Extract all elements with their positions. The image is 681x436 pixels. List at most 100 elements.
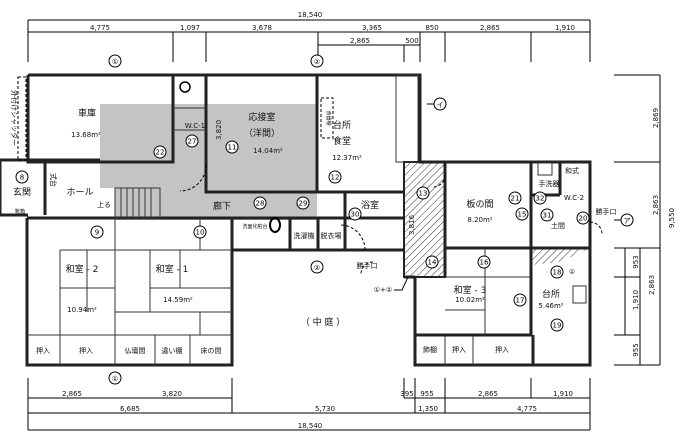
kitchen-dining-label: 食堂 xyxy=(333,135,351,147)
dim-bottom: 955 xyxy=(420,390,433,398)
svg-text:①: ① xyxy=(112,58,118,66)
stairs[interactable] xyxy=(114,187,161,219)
door-swings xyxy=(179,164,603,275)
svg-text:20: 20 xyxy=(579,215,588,223)
altar-room-label: 仏壇間 xyxy=(125,346,146,355)
photo-marker-11: 11 xyxy=(225,140,239,154)
bottom-dimensions xyxy=(27,378,591,431)
washitsu2-area: 10.94m² xyxy=(67,306,97,314)
photo-marker-31: 31 xyxy=(540,208,554,222)
svg-text:17: 17 xyxy=(516,297,525,305)
svg-text:①: ① xyxy=(112,375,118,383)
svg-text:15: 15 xyxy=(518,211,527,219)
photo-marker-20: 20 xyxy=(576,211,590,225)
dim-top-sub: 2,865 xyxy=(350,37,370,45)
cupboard-label: 食器棚 xyxy=(325,110,332,125)
grid-marker-2-mid: ② xyxy=(310,260,324,274)
garage-label: 車庫 xyxy=(78,107,96,119)
svg-text:11: 11 xyxy=(228,144,237,152)
shoe-box-label: 靴箱 xyxy=(15,208,25,215)
bath-label: 浴室 xyxy=(361,199,379,211)
svg-text:イ: イ xyxy=(437,101,444,109)
dim-bottom: 1,350 xyxy=(418,405,438,413)
photo-marker-32: 32 xyxy=(533,191,547,205)
svg-text:28: 28 xyxy=(256,200,265,208)
svg-text:22: 22 xyxy=(156,149,165,157)
kitchen-dining-label: 台所 xyxy=(333,119,351,131)
photo-marker-21: 21 xyxy=(508,191,522,205)
hatched-kitchen-area xyxy=(531,248,590,265)
dim-inner: 3,816 xyxy=(408,214,416,235)
svg-text:8: 8 xyxy=(20,174,24,182)
dim-top: 3,365 xyxy=(362,24,382,32)
photo-marker-17: 17 xyxy=(513,293,527,307)
vanity-label: 洗面化粧台 xyxy=(242,223,267,230)
dim-bottom: 1,910 xyxy=(553,390,573,398)
photo-marker-8: 8 xyxy=(15,170,29,184)
svg-text:14: 14 xyxy=(428,259,437,267)
closet-label: 押入 xyxy=(495,345,509,354)
grid-marker-2-top: ② xyxy=(310,54,324,68)
courtyard-label: （ 中 庭 ） xyxy=(301,316,346,328)
photo-marker-30: 30 xyxy=(348,207,362,221)
dim-bottom: 6,685 xyxy=(120,405,140,413)
grid-label-1: ① xyxy=(569,268,575,276)
board-room-area: 8.20m² xyxy=(467,216,492,224)
photo-marker-14: 14 xyxy=(425,255,439,269)
washitsu1-area: 14.59m² xyxy=(163,296,193,304)
svg-text:12: 12 xyxy=(331,174,340,182)
washitsu3-label: 和室 - 3 xyxy=(454,284,487,296)
dim-top: 1,097 xyxy=(180,24,200,32)
dim-bottom: 5,730 xyxy=(315,405,335,413)
washbasin xyxy=(269,217,281,233)
hall-label: ホール xyxy=(66,187,93,198)
entrance-label: 玄関 xyxy=(13,186,31,198)
photo-marker-28: 28 xyxy=(253,196,267,210)
right-dimensions xyxy=(614,74,661,366)
washitsu3-area: 10.02m² xyxy=(455,296,485,304)
dim-right: 953 xyxy=(632,255,640,268)
svg-text:13: 13 xyxy=(419,190,428,198)
dim-top: 1,910 xyxy=(555,24,575,32)
svg-text:10: 10 xyxy=(196,229,205,237)
closet-label: 押入 xyxy=(36,346,50,355)
reception-sub: （洋間） xyxy=(244,127,280,139)
photo-marker-9: 9 xyxy=(90,225,104,239)
svg-text:9: 9 xyxy=(95,229,99,237)
wc2-label: W.C-2 xyxy=(564,194,584,202)
up-label: 上る xyxy=(97,200,111,209)
dim-right-total: 9,550 xyxy=(668,208,676,228)
svg-text:29: 29 xyxy=(299,200,308,208)
dim-bottom-total: 18,540 xyxy=(298,422,323,430)
photo-marker-13: 13 xyxy=(416,186,430,200)
svg-text:31: 31 xyxy=(543,212,552,220)
dressing-label: 脱衣場 xyxy=(321,231,342,240)
grid-marker-1-top: ① xyxy=(108,54,122,68)
photo-marker-18: 18 xyxy=(550,265,564,279)
photo-marker-16: 16 xyxy=(477,255,491,269)
hand-wash-label: 手洗器 xyxy=(539,179,560,188)
grid-marker-a: ア xyxy=(614,213,634,227)
svg-text:27: 27 xyxy=(188,138,197,146)
svg-text:21: 21 xyxy=(511,195,520,203)
kitchen-dining-area: 12.37m² xyxy=(332,154,362,162)
wc1-label: W.C-1 xyxy=(185,122,205,130)
reception-label: 応接室 xyxy=(248,111,275,123)
dim-right: 955 xyxy=(632,343,640,356)
closet-label: 押入 xyxy=(452,345,466,354)
kitchen2-label: 台所 xyxy=(542,288,560,300)
dim-top-sub: 500 xyxy=(405,37,418,45)
svg-text:18: 18 xyxy=(553,269,562,277)
walls xyxy=(0,73,592,367)
back-door-label: 勝手口 xyxy=(357,261,378,270)
photo-marker-15: 15 xyxy=(515,207,529,221)
shutter-label: 外付けシャッター xyxy=(10,90,19,146)
washitsu1-label: 和室 - 1 xyxy=(156,263,189,275)
svg-text:16: 16 xyxy=(480,259,489,267)
dim-bottom: 2,865 xyxy=(62,390,82,398)
display-shelf-label: 飾棚 xyxy=(423,345,437,354)
board-room-label: 板の間 xyxy=(466,198,493,210)
toilet-1 xyxy=(179,81,191,93)
photo-marker-19: 19 xyxy=(550,318,564,332)
